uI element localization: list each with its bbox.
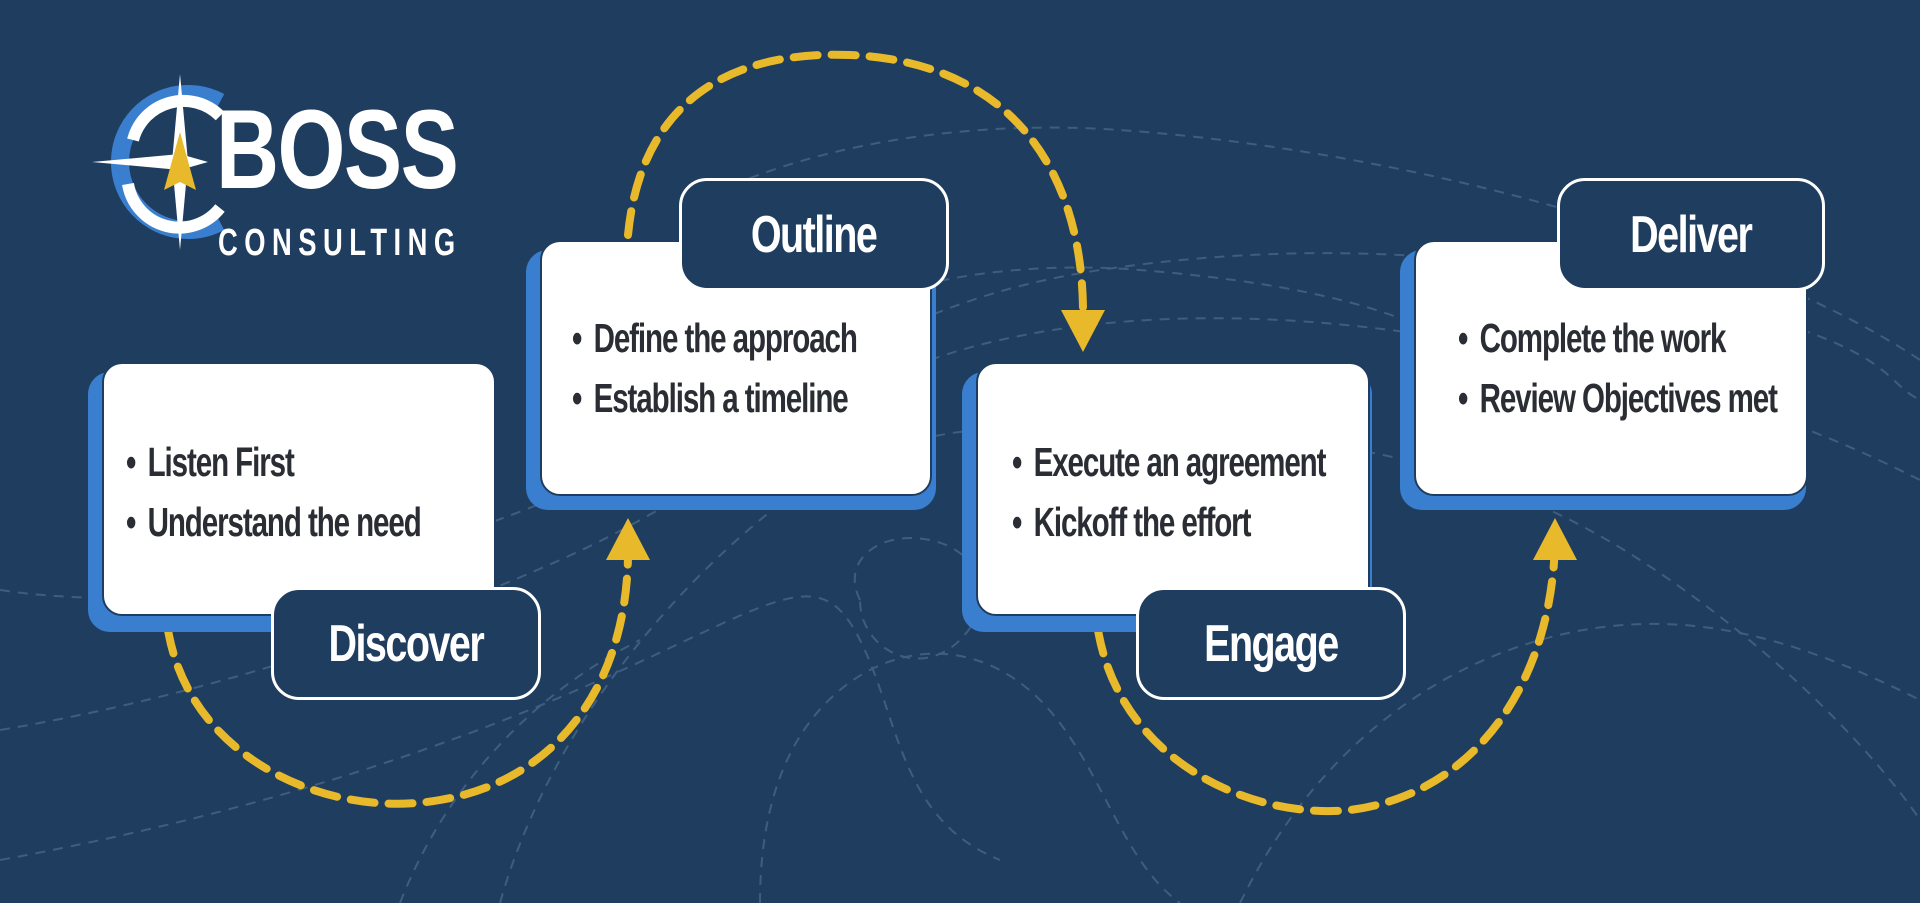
engage-card: Execute an agreement Kickoff the effort	[976, 362, 1370, 616]
deliver-label: Deliver	[1557, 178, 1825, 291]
deliver-bullets: Complete the work Review Objectives met	[1458, 308, 1901, 428]
discover-label: Discover	[271, 587, 541, 700]
engage-label: Engage	[1136, 587, 1406, 700]
boss-consulting-logo: BOSS CONSULTING	[88, 72, 459, 272]
logo-subtitle: CONSULTING	[218, 222, 462, 264]
outline-label: Outline	[679, 178, 949, 291]
list-item: Execute an agreement	[1012, 432, 1326, 492]
step-title: Outline	[751, 205, 878, 264]
outline-bullets: Define the approach Establish a timeline	[572, 308, 968, 428]
list-item: Define the approach	[572, 308, 858, 368]
list-item: Understand the need	[126, 492, 422, 552]
list-item: Review Objectives met	[1458, 368, 1778, 428]
step-title: Discover	[328, 614, 485, 673]
logo-wordmark: BOSS	[216, 87, 459, 212]
step-title: Engage	[1204, 614, 1339, 673]
engage-bullets: Execute an agreement Kickoff the effort	[1012, 432, 1447, 552]
compass-icon	[92, 74, 225, 250]
list-item: Establish a timeline	[572, 368, 857, 428]
list-item: Listen First	[126, 432, 421, 492]
discover-card: Listen First Understand the need	[102, 362, 496, 616]
list-item: Complete the work	[1458, 308, 1777, 368]
discover-bullets: Listen First Understand the need	[126, 432, 535, 552]
list-item: Kickoff the effort	[1012, 492, 1325, 552]
step-title: Deliver	[1630, 205, 1753, 264]
